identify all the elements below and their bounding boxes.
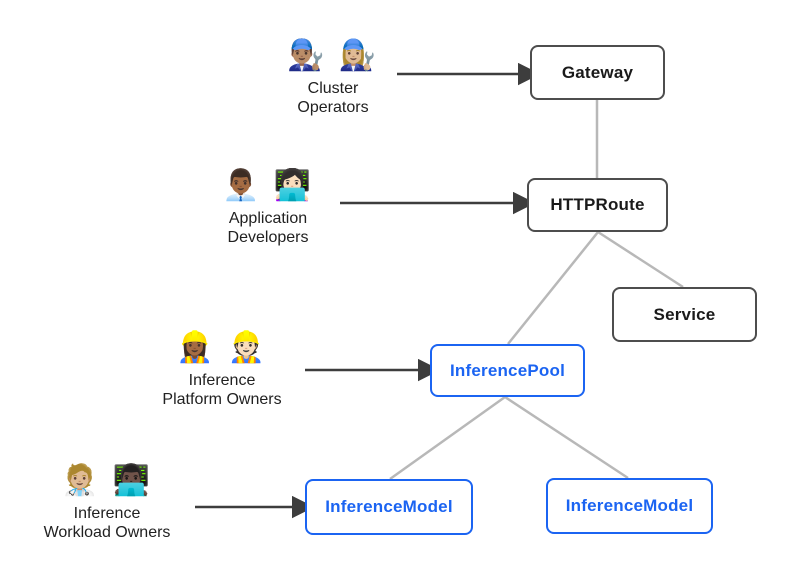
edge-inferencepool-inferencemodel-right	[504, 395, 629, 480]
cluster-operators-emoji: 👨🏽‍🔧 👩🏼‍🔧	[286, 39, 380, 72]
node-gateway-label: Gateway	[561, 62, 634, 82]
actor-cluster-operators: 👨🏽‍🔧 👩🏼‍🔧 Cluster Operators	[233, 36, 433, 117]
actor-application-developers: 👨🏾‍💼 👩🏻‍💻 Application Developers	[168, 166, 368, 247]
node-inferencemodel-right-label: InferenceModel	[565, 496, 694, 515]
edge-httproute-inferencepool	[507, 231, 599, 345]
inference-workload-owners-emoji: 🧑🏼‍⚕️ 👨🏿‍💻	[60, 464, 154, 497]
inference-platform-owners-emoji: 👷🏾‍♀️ 👷🏻	[175, 331, 269, 364]
node-service: Service	[612, 287, 757, 342]
node-httproute: HTTPRoute	[527, 178, 668, 232]
node-inferencemodel-left-label: InferenceModel	[325, 497, 453, 516]
edge-inferencepool-inferencemodel-left	[389, 395, 506, 481]
actor-inference-workload-owners: 🧑🏼‍⚕️ 👨🏿‍💻 Inference Workload Owners	[7, 461, 207, 542]
node-inferencepool: InferencePool	[430, 344, 585, 397]
node-inferencepool-label: InferencePool	[449, 360, 566, 380]
node-httproute-label: HTTPRoute	[550, 195, 645, 214]
application-developers-emoji: 👨🏾‍💼 👩🏻‍💻	[221, 169, 315, 202]
inference-platform-owners-label: Inference Platform Owners	[162, 372, 282, 408]
cluster-operators-label: Cluster Operators	[297, 80, 369, 116]
node-service-label: Service	[653, 304, 716, 324]
inference-workload-owners-label: Inference Workload Owners	[43, 505, 171, 541]
node-inferencemodel-right: InferenceModel	[546, 478, 713, 534]
node-gateway: Gateway	[530, 45, 665, 100]
node-inferencemodel-left: InferenceModel	[305, 479, 473, 535]
actor-inference-platform-owners: 👷🏾‍♀️ 👷🏻 Inference Platform Owners	[122, 328, 322, 409]
application-developers-label: Application Developers	[227, 210, 309, 246]
edge-httproute-service	[597, 230, 684, 289]
